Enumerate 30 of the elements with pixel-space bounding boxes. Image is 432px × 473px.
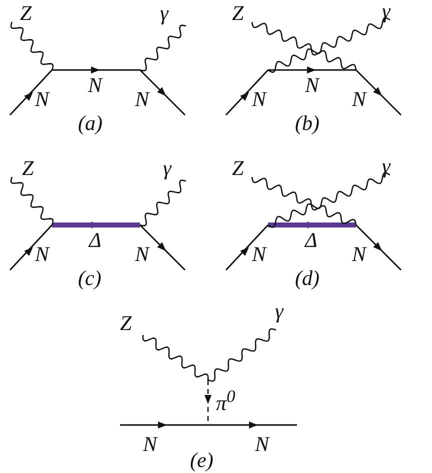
particle-label: γ: [382, 155, 390, 177]
particle-label: Z: [232, 157, 244, 179]
diagram-label: (d): [295, 267, 320, 289]
particle-label: N: [35, 88, 50, 110]
particle-label: N: [352, 88, 366, 110]
particle-label: N: [352, 243, 366, 265]
particle-label: N: [252, 88, 266, 110]
particle-label: Z: [232, 2, 244, 24]
particle-label: N: [252, 243, 266, 265]
particle-label: N: [305, 74, 320, 96]
particle-label: N: [88, 74, 102, 96]
diagram-label: (e): [190, 449, 214, 471]
diagram-label: (c): [78, 267, 102, 289]
particle-label: Δ: [89, 229, 102, 251]
particle-label: γ: [382, 0, 390, 22]
diagram-label: (a): [78, 112, 102, 134]
particle-label: N: [135, 88, 150, 110]
particle-label: γ: [163, 157, 172, 179]
particle-label: Z: [22, 157, 34, 179]
particle-label: N: [135, 243, 150, 265]
particle-label: π$^{0}$: [216, 385, 236, 414]
particle-label: γ: [160, 2, 168, 24]
particle-label: Δ: [305, 229, 318, 251]
particle-label: γ: [275, 300, 284, 322]
particle-label: N: [143, 433, 158, 455]
particle-label: Z: [120, 312, 132, 334]
particle-label: Z: [20, 2, 32, 24]
particle-label: N: [35, 243, 50, 265]
particle-label: N: [255, 433, 270, 455]
diagram-label: (b): [295, 112, 320, 134]
